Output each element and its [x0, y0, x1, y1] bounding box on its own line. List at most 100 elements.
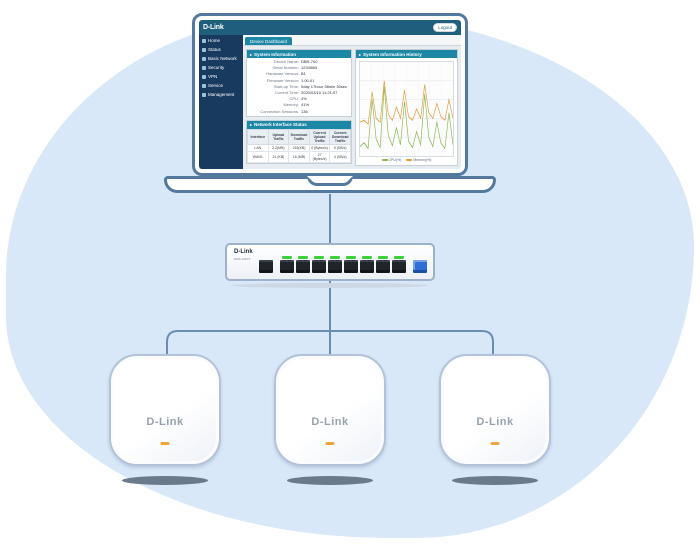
panel-title: System Information History	[363, 51, 422, 57]
sfp-port	[413, 256, 427, 273]
info-label: Device Name:	[273, 59, 299, 64]
cell-current-upload-traffic: 27 (Bytes/s)	[308, 150, 331, 163]
dlink-logo: D-Link	[203, 24, 224, 31]
legend-swatch	[406, 159, 413, 161]
legend-item: CPU(%)	[381, 158, 401, 162]
ui-body: Home Status Basic Network	[199, 35, 461, 169]
ethernet-port	[296, 256, 310, 273]
cell-upload-traffic: 21 (KB)	[267, 150, 290, 163]
table-row: LAN 2.2(MB) 215(KB) 0 (Bytes/s) 0 (KB/s)	[247, 143, 351, 152]
switch-shadow	[232, 283, 428, 288]
panel-arrow-icon: ▸	[359, 51, 362, 57]
status-led	[325, 442, 335, 446]
panel-arrow-icon: ▸	[250, 122, 253, 128]
port-jack	[280, 259, 294, 273]
port-led	[314, 256, 324, 259]
info-label: Connection Sessions:	[260, 108, 299, 114]
port-led	[282, 256, 292, 259]
sidebar-item[interactable]: Status	[199, 45, 243, 54]
tab-device-dashboard[interactable]: Device Dashboard	[245, 37, 293, 45]
access-points-row: D-Link D-Link D-Link	[109, 354, 551, 485]
panel-arrow-icon: ▸	[250, 51, 253, 57]
table-row: WAN1 21 (KB) 16 (MB) 27 (Bytes/s) 4 (KB/…	[247, 150, 351, 163]
sidebar: Home Status Basic Network	[199, 35, 243, 169]
port-jack	[328, 259, 342, 273]
access-point-unit: D-Link	[109, 354, 221, 485]
info-value: 136	[301, 108, 308, 114]
info-label: Start-up Time:	[273, 83, 299, 89]
cell-download-traffic: 215(KB)	[288, 143, 310, 152]
sidebar-item[interactable]: Service	[199, 81, 243, 90]
info-row: CPU: 4%	[247, 96, 351, 102]
table-header-cell: Upload Traffic	[267, 128, 290, 145]
table-header-cell: Download Traffic	[288, 128, 310, 145]
port-jack	[413, 259, 427, 273]
sidebar-item[interactable]: Basic Network	[199, 54, 243, 63]
cell-upload-traffic: 2.2(MB)	[267, 143, 290, 152]
info-value: 0day 17hour 38min 30sec	[301, 83, 348, 89]
cell-interface: WAN1	[247, 150, 269, 163]
ap-brand-logo: D-Link	[311, 416, 349, 429]
menu-icon	[202, 47, 206, 52]
info-row: Firmware Version: 1.00.01	[247, 78, 351, 84]
ap-shadow	[287, 476, 373, 485]
access-point-unit: D-Link	[439, 354, 551, 485]
sidebar-item[interactable]: VPN	[199, 72, 243, 81]
port-jack	[296, 259, 310, 273]
info-value: 4%	[301, 96, 307, 102]
menu-icon	[202, 65, 206, 70]
status-led	[160, 442, 170, 446]
info-label: Memory:	[283, 102, 299, 108]
ethernet-port	[344, 256, 358, 273]
sidebar-item-label: Management	[208, 92, 235, 97]
menu-icon	[202, 38, 206, 43]
system-information-rows: Device Name: DBR-700 Serial Number: 1234…	[247, 58, 351, 116]
mgmt-port	[259, 256, 273, 273]
access-point: D-Link	[109, 354, 221, 466]
laptop-screen: D-Link Logout Home Status	[192, 13, 468, 176]
logout-button[interactable]: Logout	[433, 23, 457, 32]
ethernet-port	[312, 256, 326, 273]
status-led	[490, 442, 500, 446]
system-information-history-panel: ▸ System Information History CPU(%) Memor…	[355, 49, 458, 166]
port-led	[394, 256, 404, 259]
menu-icon	[202, 74, 206, 79]
info-label: CPU:	[289, 96, 299, 102]
menu-icon	[202, 92, 206, 97]
switch-model-label: DMS-106XT	[234, 257, 251, 261]
access-point: D-Link	[439, 354, 551, 466]
connector-switch-side-aps	[166, 330, 494, 356]
sidebar-item[interactable]: Home	[199, 36, 243, 45]
info-row: Start-up Time: 0day 17hour 38min 30sec	[247, 84, 351, 90]
port-jack	[376, 259, 390, 273]
table-header-cell: Current Upload Traffic	[308, 128, 331, 145]
sidebar-item[interactable]: Security	[199, 63, 243, 72]
laptop-notch	[307, 176, 353, 186]
menu-icon	[202, 83, 206, 88]
panel-header-system-information: ▸ System Information	[247, 50, 351, 58]
info-value: 41%	[301, 102, 310, 108]
switch-brand-logo: D-Link	[234, 249, 253, 255]
access-point: D-Link	[274, 354, 386, 466]
cell-interface: LAN	[247, 143, 269, 152]
ethernet-port	[392, 256, 406, 273]
sidebar-item[interactable]: Management	[199, 90, 243, 99]
history-line-chart	[359, 61, 454, 157]
table-header-cell: Interface	[247, 128, 269, 145]
ui-header: D-Link Logout	[199, 20, 461, 35]
legend-item: Memory(%)	[406, 158, 431, 162]
panel-title: System Information	[254, 51, 297, 57]
port-jack	[259, 259, 273, 273]
ethernet-port	[360, 256, 374, 273]
ap-brand-logo: D-Link	[476, 416, 514, 429]
dashboard-content: ▸ System Information Device Name: DBR-70…	[243, 46, 461, 169]
tab-bar: Device Dashboard	[243, 35, 461, 46]
info-value: DBR-700	[301, 59, 318, 64]
info-label: Current Time:	[274, 89, 299, 95]
switch-ports	[259, 256, 427, 273]
right-column: ▸ System Information History CPU(%) Memor…	[355, 49, 458, 166]
sidebar-item-label: Security	[208, 65, 225, 70]
